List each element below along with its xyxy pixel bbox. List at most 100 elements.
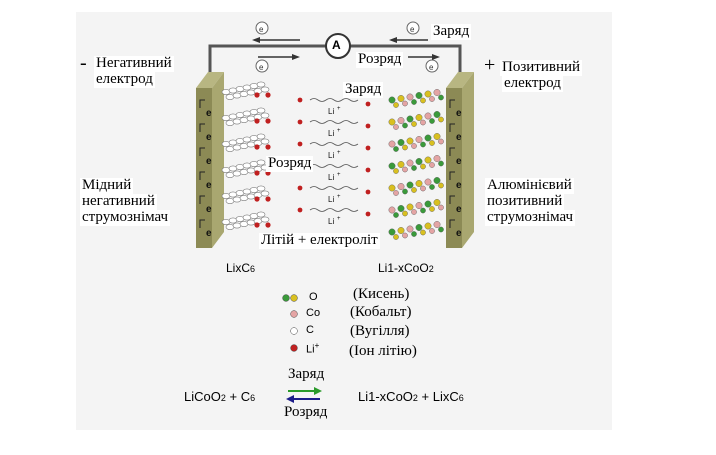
carbon-atom [260, 216, 270, 223]
cathode-atom [424, 90, 432, 98]
lithium-ion-dot [297, 207, 303, 213]
cathode-atom [420, 163, 426, 170]
discharge-label-mid: Розряд [266, 155, 314, 172]
cathode-atom [424, 178, 432, 186]
carbon-atom [260, 86, 270, 93]
ion-wave-arrow [309, 186, 359, 190]
cathode-atom [424, 156, 432, 164]
cathode-atom [393, 146, 399, 152]
discharge-label-top: Розряд [356, 51, 404, 68]
carbon-atom [256, 107, 266, 114]
legend-name-cobalt: (Кобальт) [350, 304, 412, 320]
reaction-arrows [286, 387, 322, 403]
lithium-ion-dot [365, 145, 371, 151]
cathode-atom [420, 119, 426, 126]
cathode-atom [397, 95, 405, 102]
electron-path-icon [449, 219, 455, 228]
carbon-atom [260, 190, 270, 197]
li-ion-label: Li [328, 173, 334, 182]
li-ion-charge: + [337, 128, 341, 134]
lithium-ion-dot [254, 118, 260, 124]
negative-electrode-label-1: Негативний [94, 55, 174, 72]
cathode-atom [411, 165, 417, 171]
cathode-atom [397, 117, 405, 124]
ion-wave-arrow [309, 208, 359, 212]
reaction-left-side: LiCoO2 + C6 [184, 389, 256, 404]
li-ion-label: Li [328, 217, 334, 226]
cathode-atom [406, 137, 414, 145]
cathode-atom [415, 158, 423, 165]
cathode-atom [397, 161, 405, 168]
cathode-atom [420, 97, 426, 104]
electron-symbol: e [410, 25, 415, 34]
li-ion-label: Li [328, 195, 334, 204]
cathode-atom [429, 206, 435, 212]
electron-path-icon [199, 99, 205, 108]
electron-path-icon [199, 171, 205, 180]
legend-oxygen-dot [290, 294, 298, 302]
lithium-ion-dot [297, 141, 303, 147]
cathode-atom [397, 139, 405, 146]
ammeter-icon [325, 33, 351, 59]
electron-path-icon [449, 123, 455, 132]
aluminium-collector-label-2: позитивний [485, 193, 565, 210]
electron-symbol: e [456, 132, 462, 143]
cathode-atom [438, 226, 444, 233]
cathode-atom [402, 122, 408, 129]
ion-wave-arrow [309, 120, 359, 124]
lithium-ion-dot [265, 92, 271, 98]
cathode-atom [433, 221, 441, 228]
cathode-atom [388, 184, 396, 192]
cathode-atom [388, 118, 396, 126]
lithium-ion-dot [365, 211, 371, 217]
cathode-atom [388, 96, 396, 104]
cathode-atom [402, 210, 408, 217]
electron-path-icon [449, 171, 455, 180]
electron-path-icon [449, 195, 455, 204]
lithium-ion-dot [297, 97, 303, 103]
legend-symbol-li: Li+ [306, 341, 320, 356]
reaction-reverse-label: Розряд [284, 404, 328, 420]
cathode-atom [406, 203, 414, 211]
lithium-ion-dot [254, 144, 260, 150]
legend-oxygen-dot [282, 294, 290, 302]
electron-path-icon [449, 99, 455, 108]
electron-path-icon [199, 195, 205, 204]
carbon-atom [256, 185, 266, 192]
li-ion-label: Li [328, 107, 334, 116]
carbon-atom [256, 81, 266, 88]
cathode-atom [406, 93, 414, 101]
cathode-atom [402, 166, 408, 173]
cathode-atom [424, 112, 432, 120]
cobalt-oxide-cathode-layers [388, 89, 444, 240]
legend-symbol-o: O [309, 291, 318, 303]
cathode-atom [420, 185, 426, 192]
cathode-atom [429, 184, 435, 190]
aluminium-collector-label-3: струмознімач [485, 209, 576, 226]
cathode-atom [415, 202, 423, 209]
cathode-atom [402, 144, 408, 151]
cathode-atom [424, 200, 432, 208]
cathode-atom [388, 140, 396, 148]
electron-path-icon [199, 147, 205, 156]
li-ion-charge: + [337, 216, 341, 222]
legend-name-carbon: (Вугілля) [350, 323, 410, 339]
lithium-ion-dot [365, 189, 371, 195]
li-ion-charge: + [337, 106, 341, 112]
cathode-atom [406, 181, 414, 189]
ammeter-label: A [332, 38, 341, 52]
cathode-atom [433, 199, 441, 206]
carbon-atom [260, 138, 270, 145]
cathode-atom [433, 155, 441, 162]
li-ion-charge: + [337, 194, 341, 200]
electron-symbol: e [206, 108, 212, 119]
electron-symbol: e [206, 180, 212, 191]
positive-electrode-label-1: Позитивний [500, 59, 583, 76]
cathode-atom [411, 187, 417, 193]
positive-electrode-label-2: електрод [502, 75, 563, 92]
cathode-atom [429, 140, 435, 146]
electron-path-icon [199, 219, 205, 228]
electron-flow-charge-arrow [252, 21, 428, 43]
aluminium-collector-label-1: Алюмінієвий [485, 177, 574, 194]
